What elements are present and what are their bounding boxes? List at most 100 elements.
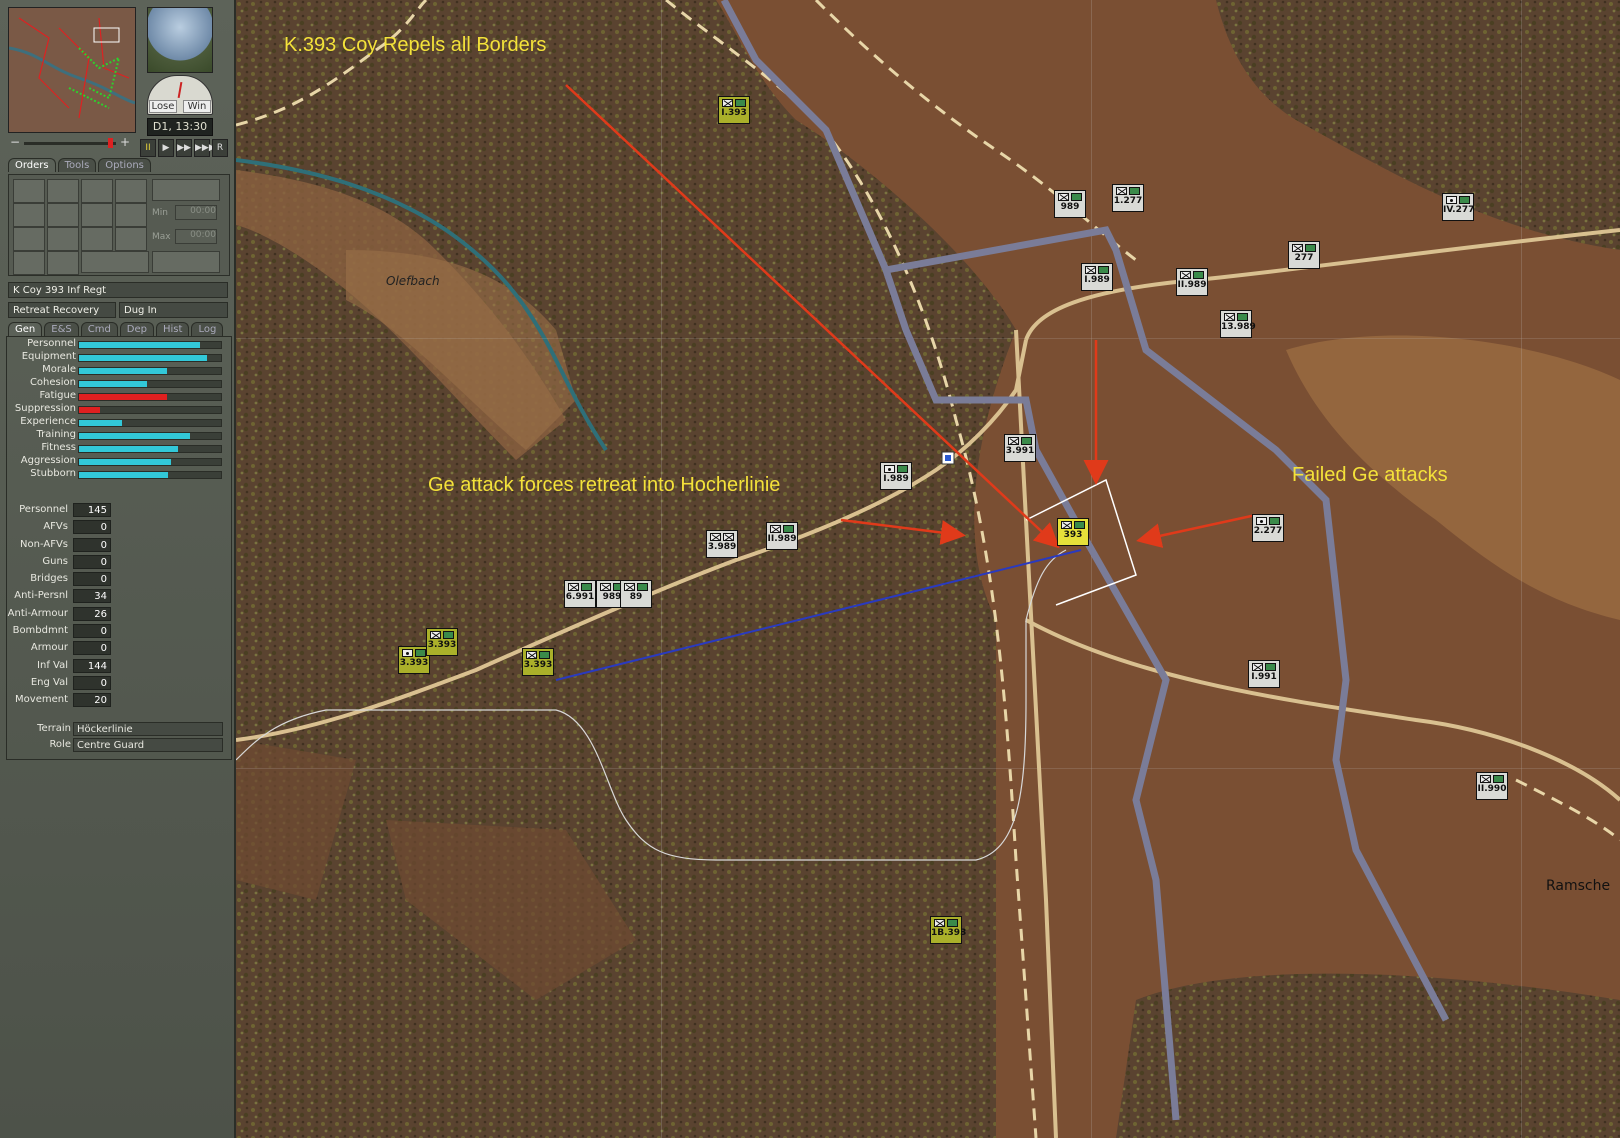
lose-label: Lose	[149, 100, 177, 113]
attribute-fill	[79, 433, 190, 439]
status-icon	[1193, 271, 1204, 279]
order-button-wide[interactable]	[81, 251, 149, 273]
status-icon	[1071, 193, 1082, 201]
unit-counter[interactable]: IV.277	[1442, 193, 1474, 221]
play-button[interactable]: ▶	[158, 139, 174, 157]
annotation-failed: Failed Ge attacks	[1292, 464, 1448, 486]
status-icon	[539, 651, 550, 659]
info-frame	[6, 336, 232, 760]
order-button-3[interactable]	[81, 179, 113, 203]
unit-label: II.989	[767, 534, 797, 544]
attribute-row: Stubborn	[8, 468, 226, 481]
unit-counter[interactable]: II.990	[1476, 772, 1508, 800]
unit-counter[interactable]: 2.277	[1252, 514, 1284, 542]
attribute-fill	[79, 407, 101, 413]
tab-dep[interactable]: Dep	[119, 322, 154, 336]
tab-es[interactable]: E&S	[44, 322, 79, 336]
plus-icon[interactable]: +	[120, 135, 131, 149]
unit-counter[interactable]: I.991	[1248, 660, 1280, 688]
unit-counter[interactable]: I.989	[1081, 263, 1113, 291]
attribute-bar	[78, 432, 222, 440]
infantry-icon	[934, 919, 945, 927]
unit-label: 1.277	[1113, 196, 1143, 206]
attribute-bar	[78, 341, 222, 349]
order-button-11[interactable]	[81, 227, 113, 251]
time-slider[interactable]: − +	[10, 135, 131, 149]
replay-button[interactable]: R	[212, 139, 228, 157]
unit-counter[interactable]: 89	[620, 580, 652, 608]
tab-log[interactable]: Log	[191, 322, 224, 336]
minus-icon[interactable]: −	[10, 135, 21, 149]
minimap[interactable]	[8, 7, 136, 133]
attribute-label: Suppression	[14, 403, 76, 414]
tab-tools[interactable]: Tools	[57, 158, 97, 172]
unit-counter[interactable]: II.989	[766, 522, 798, 550]
attribute-bar	[78, 406, 222, 414]
order-button-2[interactable]	[47, 179, 79, 203]
order-button-12[interactable]	[115, 227, 147, 251]
order-button-9[interactable]	[13, 227, 45, 251]
unit-label: 989	[1060, 202, 1080, 212]
tab-gen[interactable]: Gen	[8, 322, 43, 336]
order-button-4[interactable]	[115, 179, 147, 203]
order-button-1[interactable]	[13, 179, 45, 203]
unit-counter[interactable]: 6.991	[564, 580, 596, 608]
fastest-button[interactable]: ▶▶▶	[194, 139, 216, 157]
unit-counter[interactable]: 3.991	[1004, 434, 1036, 462]
order-button-13[interactable]	[13, 251, 45, 275]
attribute-bar	[78, 393, 222, 401]
unit-counter[interactable]: I.393	[718, 96, 750, 124]
unit-counter[interactable]: 3.393	[522, 648, 554, 676]
unit-counter[interactable]: 1.277	[1112, 184, 1144, 212]
unit-symbol	[931, 919, 961, 927]
unit-symbol	[881, 465, 911, 473]
unit-symbol	[1055, 193, 1085, 201]
tab-orders[interactable]: Orders	[8, 158, 56, 172]
tab-cmd[interactable]: Cmd	[80, 322, 118, 336]
unit-symbol	[1058, 521, 1088, 529]
value-field: 26	[73, 606, 111, 621]
tab-hist[interactable]: Hist	[156, 322, 190, 336]
tab-options[interactable]: Options	[98, 158, 151, 172]
order-button-8[interactable]	[115, 203, 147, 227]
infantry-icon	[430, 631, 441, 639]
order-button-7[interactable]	[81, 203, 113, 227]
slider-handle[interactable]	[108, 138, 113, 148]
attribute-label: Fatigue	[39, 390, 77, 401]
unit-counter[interactable]: 13.989	[1220, 310, 1256, 338]
unit-counter[interactable]: 3.393	[426, 628, 458, 656]
unit-counter[interactable]: I.989	[880, 462, 912, 490]
attribute-row: Suppression	[8, 403, 226, 416]
unit-symbol	[565, 583, 595, 591]
order-button-bottom-right[interactable]	[152, 251, 220, 273]
unit-counter[interactable]: II.989	[1176, 268, 1208, 296]
order-button-5[interactable]	[13, 203, 45, 227]
order-button-top-right[interactable]	[152, 179, 220, 201]
infantry-icon	[1224, 313, 1235, 321]
order-button-10[interactable]	[47, 227, 79, 251]
order-button-14[interactable]	[47, 251, 79, 275]
pause-button[interactable]: II	[140, 139, 156, 157]
battle-map[interactable]: K.393 Coy Repels all Borders Ge attack f…	[236, 0, 1620, 1138]
fast-button[interactable]: ▶▶	[176, 139, 192, 157]
value-field: 0	[73, 520, 111, 535]
unit-symbol	[1289, 244, 1319, 252]
order-button-6[interactable]	[47, 203, 79, 227]
unit-label: 989	[602, 592, 622, 602]
place-olefbach: Olefbach	[386, 274, 440, 288]
value-label: Non-AFVs	[20, 538, 68, 550]
unit-counter[interactable]: 393	[1057, 518, 1089, 546]
max-field[interactable]: 00:00	[175, 229, 217, 244]
unit-counter[interactable]: 989	[1054, 190, 1086, 218]
unit-counter[interactable]: 3.989	[706, 530, 738, 558]
unit-counter[interactable]: 3.393	[398, 646, 430, 674]
unit-counter[interactable]: 1B.393	[930, 916, 966, 944]
terrain-value: Höckerlinie	[73, 722, 223, 736]
attribute-row: Equipment	[8, 351, 226, 364]
attribute-fill	[79, 446, 179, 452]
unit-counter[interactable]: 277	[1288, 241, 1320, 269]
min-field[interactable]: 00:00	[175, 205, 217, 220]
value-label: Anti-Persnl	[14, 590, 68, 602]
